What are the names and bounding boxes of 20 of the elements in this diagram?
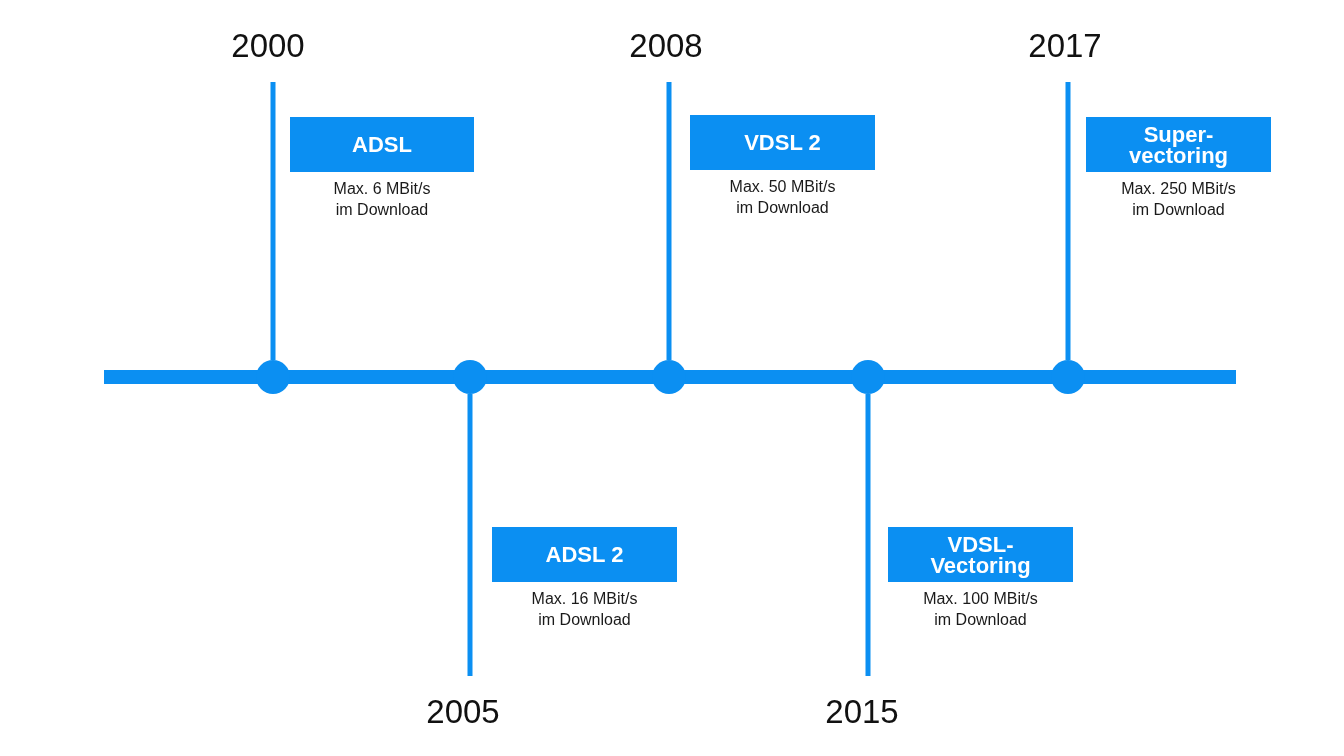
technology-banner: Super-vectoring [1086,117,1271,172]
speed-note: Max. 16 MBit/s im Download [530,589,639,630]
year-label: 2017 [1020,28,1110,64]
technology-banner: ADSL 2 [492,527,677,582]
speed-note: Max. 250 MBit/s im Download [1120,179,1237,220]
connector-line [467,394,473,676]
technology-banner: ADSL [290,117,474,172]
technology-banner: VDSL 2 [690,115,875,170]
year-label: 2005 [418,694,508,730]
year-label: 2015 [817,694,907,730]
connector-line [1065,82,1071,360]
connector-line [865,394,871,676]
connector-line [666,82,672,360]
year-label: 2000 [223,28,313,64]
connector-line [270,82,276,360]
speed-note: Max. 50 MBit/s im Download [728,177,837,218]
speed-note: Max. 6 MBit/s im Download [332,179,432,220]
year-label: 2008 [621,28,711,64]
speed-note: Max. 100 MBit/s im Download [922,589,1039,630]
technology-banner: VDSL-Vectoring [888,527,1073,582]
